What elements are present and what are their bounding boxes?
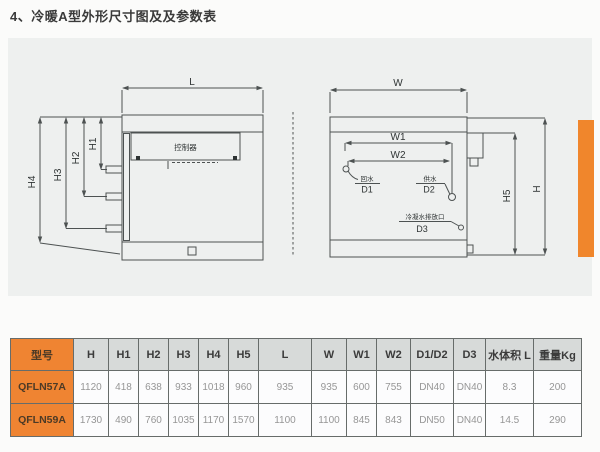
- dimension-H5: H5: [483, 132, 518, 255]
- dim-label-H5: H5: [502, 189, 513, 202]
- value-cell: DN40: [410, 370, 454, 404]
- column-header: H4: [198, 338, 229, 371]
- value-cell: 1170: [198, 403, 229, 437]
- value-cell: 760: [138, 403, 169, 437]
- value-cell: 845: [346, 403, 377, 437]
- value-cell: DN40: [453, 370, 486, 404]
- value-cell: DN50: [410, 403, 454, 437]
- port-D3-label: 冷凝水排放口: [406, 212, 445, 221]
- column-header: D1/D2: [410, 338, 454, 371]
- port-D1: 回水 D1: [342, 165, 380, 195]
- value-cell: 1018: [198, 370, 229, 404]
- value-cell: 600: [346, 370, 377, 404]
- diagram-panel: [8, 38, 592, 296]
- value-cell: 290: [533, 403, 582, 437]
- column-header: D3: [453, 338, 486, 371]
- model-cell: QFLN57A: [10, 370, 74, 404]
- value-cell: 8.3: [485, 370, 534, 404]
- front-view: L 控制器: [27, 77, 264, 261]
- column-header: H2: [138, 338, 169, 371]
- value-cell: 1730: [73, 403, 109, 437]
- column-header: H1: [108, 338, 139, 371]
- value-cell: 1035: [168, 403, 199, 437]
- port-D3: 冷凝水排放口 D3: [399, 212, 464, 234]
- column-header: W2: [376, 338, 411, 371]
- column-header: 水体积 L: [485, 338, 534, 371]
- controller-box: [130, 132, 241, 161]
- controller-label: 控制器: [174, 142, 197, 152]
- port-D2: 供水 D2: [416, 174, 456, 201]
- dim-label-H3: H3: [53, 168, 64, 181]
- dim-label-W1: W1: [391, 132, 406, 143]
- dim-label-H: H: [532, 185, 543, 192]
- value-cell: 935: [311, 370, 347, 404]
- column-header: H3: [168, 338, 199, 371]
- dimension-W1: W1: [344, 132, 453, 193]
- dim-label-W: W: [393, 78, 403, 89]
- dim-label-H1: H1: [88, 137, 99, 150]
- dimension-L: L: [121, 77, 264, 113]
- value-cell: 933: [168, 370, 199, 404]
- dim-label-W2: W2: [391, 150, 406, 161]
- dim-label-H2: H2: [71, 151, 82, 164]
- value-cell: 14.5: [485, 403, 534, 437]
- model-cell: QFLN59A: [10, 403, 74, 437]
- side-cabinet: [329, 116, 484, 258]
- value-cell: 1570: [228, 403, 259, 437]
- value-cell: 755: [376, 370, 411, 404]
- value-cell: 638: [138, 370, 169, 404]
- port-D1-id: D1: [361, 185, 373, 195]
- value-cell: 1120: [73, 370, 109, 404]
- value-cell: DN40: [453, 403, 486, 437]
- column-header: W1: [346, 338, 377, 371]
- port-D3-id: D3: [416, 224, 428, 234]
- dim-label-L: L: [189, 77, 195, 88]
- column-header: H5: [228, 338, 259, 371]
- column-header: W: [311, 338, 347, 371]
- pipe-stubs: [105, 165, 123, 233]
- orange-accent-bar: [578, 120, 594, 257]
- front-cabinet: 控制器: [121, 114, 264, 261]
- model-column-header: 型号: [10, 338, 74, 371]
- dim-label-H4: H4: [27, 175, 38, 188]
- dimension-H: H: [467, 117, 548, 256]
- value-cell: 200: [533, 370, 582, 404]
- side-view: W W1: [329, 78, 548, 258]
- column-header: L: [258, 338, 312, 371]
- dimension-H-stack: H1 H2 H3 H4: [27, 116, 122, 255]
- dimension-W2: W2: [347, 150, 450, 166]
- value-cell: 490: [108, 403, 139, 437]
- port-D2-id: D2: [423, 185, 435, 195]
- port-D1-label: 回水: [361, 174, 375, 183]
- value-cell: 960: [228, 370, 259, 404]
- value-cell: 935: [258, 370, 312, 404]
- column-header: 重量Kg: [533, 338, 582, 371]
- column-header: H: [73, 338, 109, 371]
- value-cell: 418: [108, 370, 139, 404]
- value-cell: 843: [376, 403, 411, 437]
- value-cell: 1100: [311, 403, 347, 437]
- dimension-diagram: L 控制器: [27, 77, 548, 261]
- bottom-vent: [187, 246, 197, 256]
- port-D2-label: 供水: [424, 174, 438, 183]
- junction-box: [466, 132, 484, 159]
- page-title: 4、冷暖A型外形尺寸图及及参数表: [10, 9, 217, 24]
- value-cell: 1100: [258, 403, 312, 437]
- dimension-W: W: [329, 78, 468, 113]
